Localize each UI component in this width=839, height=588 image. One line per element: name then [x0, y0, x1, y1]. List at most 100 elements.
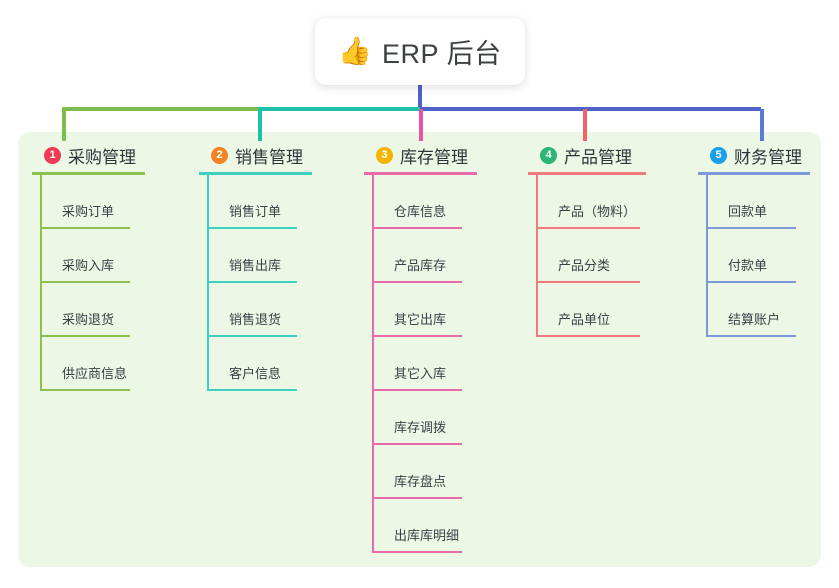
connector-bus-green — [62, 107, 258, 111]
category-column-product: 4 产品管理产品（物料） 产品分类产品单位 — [528, 144, 683, 337]
menu-item-inventory-6[interactable]: 库存盘点 — [364, 445, 514, 499]
menu-item-label: 供应商信息 — [62, 366, 128, 381]
menu-item-purchase-4[interactable]: 供应商信息 — [32, 337, 182, 391]
menu-item-label: 采购订单 — [62, 204, 115, 219]
menu-item-label: 产品分类 — [558, 258, 611, 273]
category-badge-finance: 5 — [710, 146, 727, 164]
thumbs-up-icon: 👍 — [338, 36, 373, 66]
menu-item-product-3[interactable]: 产品单位 — [528, 283, 683, 337]
diagram-background-panel — [18, 132, 821, 567]
category-rule-inventory — [364, 172, 477, 175]
menu-item-rule — [372, 389, 462, 391]
child-spine-product — [536, 175, 538, 337]
menu-item-label: 采购入库 — [62, 258, 115, 273]
menu-item-label: 产品单位 — [558, 312, 611, 327]
menu-item-purchase-2[interactable]: 采购入库 — [32, 229, 182, 283]
root-node-erp-backend[interactable]: 👍 ERP 后台 — [315, 18, 525, 85]
menu-item-rule — [536, 335, 640, 337]
menu-item-label: 仓库信息 — [394, 204, 447, 219]
child-list-inventory: 仓库信息产品库存其它出库其它入库库存调拨库存盘点出库库明细 — [364, 175, 514, 553]
menu-item-label: 其它入库 — [394, 366, 447, 381]
menu-item-rule — [536, 227, 640, 229]
menu-item-inventory-5[interactable]: 库存调拨 — [364, 391, 514, 445]
menu-item-label: 采购退货 — [62, 312, 115, 327]
connector-root-stem — [418, 85, 422, 109]
menu-item-rule — [40, 389, 130, 391]
menu-item-rule — [372, 551, 462, 553]
connector-drop-purchase — [62, 109, 66, 141]
menu-item-rule — [40, 281, 130, 283]
menu-item-rule — [372, 443, 462, 445]
menu-item-label: 库存调拨 — [394, 420, 447, 435]
menu-item-purchase-3[interactable]: 采购退货 — [32, 283, 182, 337]
category-column-purchase: 1 采购管理采购订单采购入库采购退货供应商信息 — [32, 144, 182, 391]
category-column-inventory: 3 库存管理仓库信息产品库存其它出库其它入库库存调拨库存盘点出库库明细 — [364, 144, 514, 553]
menu-item-purchase-1[interactable]: 采购订单 — [32, 175, 182, 229]
child-list-sales: 销售订单销售出库销售退货客户信息 — [199, 175, 349, 391]
menu-item-sales-4[interactable]: 客户信息 — [199, 337, 349, 391]
menu-item-sales-3[interactable]: 销售退货 — [199, 283, 349, 337]
menu-item-rule — [207, 335, 297, 337]
menu-item-inventory-1[interactable]: 仓库信息 — [364, 175, 514, 229]
category-label-inventory: 库存管理 — [400, 147, 468, 167]
child-spine-purchase — [40, 175, 42, 391]
category-rule-sales — [199, 172, 312, 175]
menu-item-inventory-4[interactable]: 其它入库 — [364, 337, 514, 391]
menu-item-label: 结算账户 — [728, 312, 781, 327]
menu-item-rule — [372, 497, 462, 499]
menu-item-rule — [40, 227, 130, 229]
menu-item-rule — [372, 281, 462, 283]
menu-item-rule — [706, 227, 796, 229]
category-label-product: 产品管理 — [564, 147, 632, 167]
menu-item-rule — [536, 281, 640, 283]
menu-item-finance-1[interactable]: 回款单 — [698, 175, 839, 229]
menu-item-rule — [207, 389, 297, 391]
category-column-finance: 5 财务管理回款单付款单结算账户 — [698, 144, 839, 337]
menu-item-rule — [706, 335, 796, 337]
child-spine-inventory — [372, 175, 374, 553]
menu-item-finance-3[interactable]: 结算账户 — [698, 283, 839, 337]
menu-item-inventory-3[interactable]: 其它出库 — [364, 283, 514, 337]
child-list-product: 产品（物料） 产品分类产品单位 — [528, 175, 683, 337]
category-rule-product — [528, 172, 646, 175]
connector-bus-teal — [258, 107, 420, 111]
menu-item-rule — [372, 227, 462, 229]
menu-item-sales-2[interactable]: 销售出库 — [199, 229, 349, 283]
menu-item-inventory-2[interactable]: 产品库存 — [364, 229, 514, 283]
category-header-finance[interactable]: 5 财务管理 — [698, 144, 839, 167]
menu-item-sales-1[interactable]: 销售订单 — [199, 175, 349, 229]
menu-item-product-2[interactable]: 产品分类 — [528, 229, 683, 283]
menu-item-rule — [40, 335, 130, 337]
menu-item-label: 库存盘点 — [394, 474, 447, 489]
category-header-inventory[interactable]: 3 库存管理 — [364, 144, 514, 167]
connector-drop-finance — [760, 109, 764, 141]
menu-item-label: 出库库明细 — [394, 528, 460, 543]
category-label-finance: 财务管理 — [734, 147, 802, 167]
category-badge-inventory: 3 — [376, 146, 393, 164]
menu-item-label: 销售退货 — [229, 312, 282, 327]
menu-item-label: 回款单 — [728, 204, 768, 219]
category-label-purchase: 采购管理 — [68, 147, 136, 167]
menu-item-rule — [207, 281, 297, 283]
category-badge-product: 4 — [540, 146, 557, 164]
menu-item-inventory-7[interactable]: 出库库明细 — [364, 499, 514, 553]
connector-drop-product — [583, 109, 587, 141]
connector-bus-blue — [420, 107, 761, 111]
child-list-purchase: 采购订单采购入库采购退货供应商信息 — [32, 175, 182, 391]
connector-drop-sales — [258, 109, 262, 141]
menu-item-product-1[interactable]: 产品（物料） — [528, 175, 683, 229]
menu-item-label: 付款单 — [728, 258, 768, 273]
category-header-purchase[interactable]: 1 采购管理 — [32, 144, 182, 167]
menu-item-finance-2[interactable]: 付款单 — [698, 229, 839, 283]
category-header-product[interactable]: 4 产品管理 — [528, 144, 683, 167]
menu-item-label: 销售订单 — [229, 204, 282, 219]
menu-item-label: 客户信息 — [229, 366, 282, 381]
category-badge-purchase: 1 — [44, 146, 61, 164]
menu-item-label: 销售出库 — [229, 258, 282, 273]
menu-item-label: 其它出库 — [394, 312, 447, 327]
root-node-title: ERP 后台 — [382, 39, 502, 69]
category-rule-purchase — [32, 172, 145, 175]
category-label-sales: 销售管理 — [235, 147, 303, 167]
child-spine-sales — [207, 175, 209, 391]
